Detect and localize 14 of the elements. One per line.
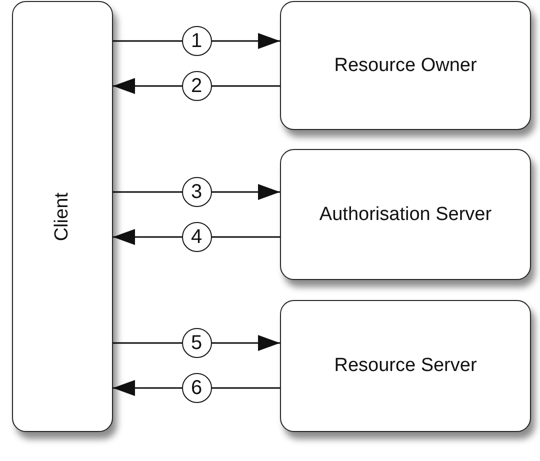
edge-label: 4 [182, 222, 212, 252]
edge-label: 2 [182, 71, 212, 101]
node-label: Client [50, 192, 74, 241]
edge-label: 6 [182, 373, 212, 403]
edge-label: 5 [182, 328, 212, 358]
node-label: Resource Owner [334, 54, 477, 78]
process-box [280, 1, 531, 130]
client-box [12, 1, 113, 432]
process-box [280, 149, 531, 280]
process-box [280, 300, 531, 432]
node-label: Resource Server [334, 354, 477, 378]
node-label: Authorisation Server [319, 202, 492, 226]
edge-label: 3 [182, 177, 212, 207]
edge-label: 1 [182, 26, 212, 56]
